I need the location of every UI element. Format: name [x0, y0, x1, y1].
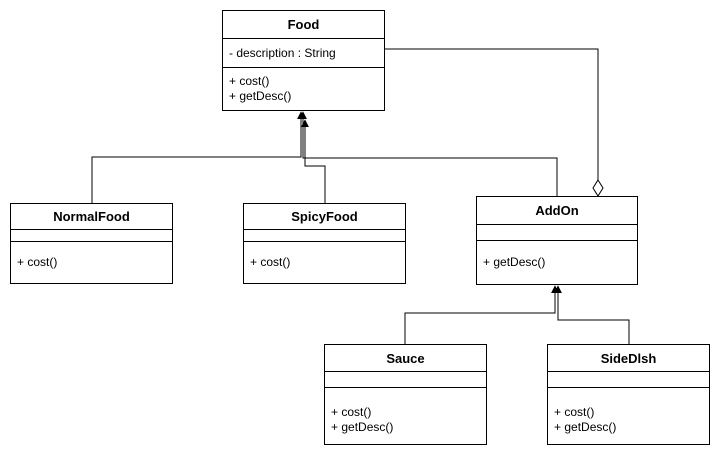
- class-sidedish[interactable]: SideDlsh + cost() + getDesc(): [547, 344, 710, 445]
- operation: + cost(): [250, 255, 291, 269]
- operation: + getDesc(): [554, 420, 617, 434]
- operations-section: + cost() + getDesc(): [548, 388, 709, 444]
- attribute: - description : String: [229, 46, 336, 60]
- class-spicyfood[interactable]: SpicyFood + cost(): [243, 203, 406, 284]
- operation: + cost(): [331, 405, 372, 419]
- food-addon-aggregation-line: [385, 48, 599, 180]
- addon-to-food-line: [299, 111, 558, 196]
- class-addon[interactable]: AddOn + getDesc(): [476, 196, 638, 285]
- operation: + getDesc(): [229, 89, 292, 103]
- operations-section: + cost() + getDesc(): [325, 388, 486, 444]
- class-food[interactable]: Food - description : String + cost() + g…: [222, 10, 385, 111]
- attributes-section: [11, 230, 172, 242]
- operation: + getDesc(): [483, 255, 546, 269]
- class-name: SideDlsh: [548, 345, 709, 372]
- attributes-section: [244, 230, 405, 242]
- class-name: SpicyFood: [244, 204, 405, 230]
- operations-section: + cost() + getDesc(): [223, 68, 384, 110]
- operation: + cost(): [229, 74, 270, 88]
- normalfood-to-food-line: [91, 111, 305, 203]
- operations-section: + cost(): [244, 242, 405, 283]
- class-name: Food: [223, 11, 384, 39]
- operations-section: + getDesc(): [477, 241, 637, 284]
- spicyfood-to-food-line: [301, 119, 326, 203]
- class-name: AddOn: [477, 197, 637, 225]
- class-name: NormalFood: [11, 204, 172, 230]
- attributes-section: [548, 372, 709, 388]
- operation: + cost(): [554, 405, 595, 419]
- aggregation-diamond: [592, 179, 604, 197]
- attributes-section: [477, 225, 637, 241]
- sidedish-to-addon-line: [554, 285, 630, 344]
- class-name: Sauce: [325, 345, 486, 372]
- operation: + getDesc(): [331, 420, 394, 434]
- attributes-section: - description : String: [223, 39, 384, 68]
- operations-section: + cost(): [11, 242, 172, 283]
- class-normalfood[interactable]: NormalFood + cost(): [10, 203, 173, 284]
- sauce-to-addon-line: [404, 285, 559, 344]
- operation: + cost(): [17, 255, 58, 269]
- class-sauce[interactable]: Sauce + cost() + getDesc(): [324, 344, 487, 445]
- attributes-section: [325, 372, 486, 388]
